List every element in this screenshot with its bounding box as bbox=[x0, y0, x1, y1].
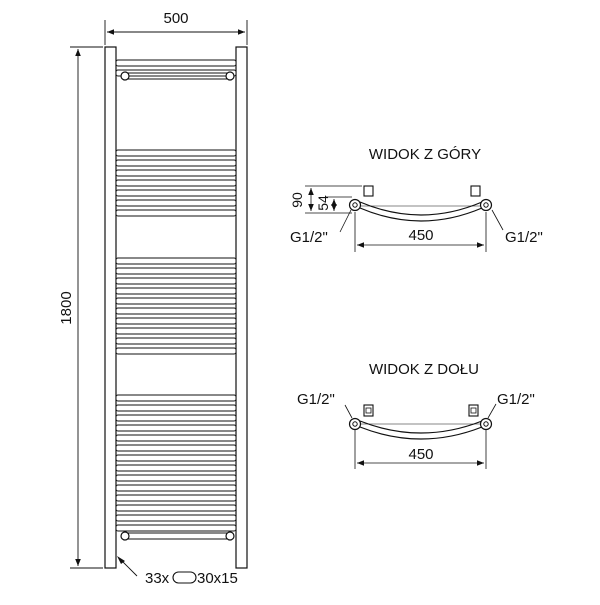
radiator-bar-11 bbox=[115, 277, 237, 285]
top-mounting-bracket bbox=[120, 71, 235, 81]
bars-count-label: 33x bbox=[145, 570, 170, 587]
bar-section-label: 30x15 bbox=[197, 570, 238, 587]
radiator-bar-28 bbox=[115, 484, 237, 492]
top-view-title: WIDOK Z GÓRY bbox=[369, 146, 481, 163]
radiator-bar-2 bbox=[115, 149, 237, 157]
width-dimension: 500 bbox=[104, 10, 248, 45]
radiator-bar-19 bbox=[115, 394, 237, 402]
radiator-bar-10 bbox=[115, 267, 237, 275]
radiator-bars bbox=[115, 59, 237, 532]
radiator-bar-3 bbox=[115, 159, 237, 167]
radiator-bar-23 bbox=[115, 434, 237, 442]
radiator-bar-29 bbox=[115, 494, 237, 502]
radiator-bar-25 bbox=[115, 454, 237, 462]
radiator-bar-0 bbox=[115, 59, 237, 67]
radiator-bar-13 bbox=[115, 297, 237, 305]
radiator-bar-24 bbox=[115, 444, 237, 452]
radiator-bar-32 bbox=[115, 524, 237, 532]
top-spacing-dimension: 450 bbox=[354, 212, 487, 252]
radiator-bar-7 bbox=[115, 199, 237, 207]
left-rail bbox=[104, 46, 117, 569]
bottom-left-connection-label: G1/2" bbox=[297, 391, 335, 408]
radiator-bar-26 bbox=[115, 464, 237, 472]
depth-total-label: 90 bbox=[289, 192, 305, 208]
bottom-right-connection-label: G1/2" bbox=[497, 391, 535, 408]
radiator-bar-6 bbox=[115, 189, 237, 197]
radiator-bar-5 bbox=[115, 179, 237, 187]
radiator-bar-18 bbox=[115, 347, 237, 355]
right-rail bbox=[235, 46, 248, 569]
radiator-bar-8 bbox=[115, 209, 237, 217]
radiator-bar-16 bbox=[115, 327, 237, 335]
top-left-valve bbox=[363, 185, 374, 197]
radiator-bar-17 bbox=[115, 337, 237, 345]
depth-dimensions: 90 54 bbox=[289, 185, 362, 214]
bottom-mounting-bracket bbox=[120, 531, 235, 541]
height-dimension: 1800 bbox=[58, 46, 103, 569]
top-right-connection-label: G1/2" bbox=[505, 229, 543, 246]
bottom-view: WIDOK Z DOŁU G1/2" G1/2" 450 bbox=[297, 361, 535, 469]
top-right-valve bbox=[470, 185, 481, 197]
radiator-bar-4 bbox=[115, 169, 237, 177]
radiator-bar-21 bbox=[115, 414, 237, 422]
height-label: 1800 bbox=[58, 291, 75, 324]
bars-leader: 33x 30x15 bbox=[117, 556, 238, 587]
width-label: 500 bbox=[163, 10, 188, 27]
oval-section-icon bbox=[172, 571, 197, 584]
radiator-bar-31 bbox=[115, 514, 237, 522]
radiator-bar-12 bbox=[115, 287, 237, 295]
radiator-bar-9 bbox=[115, 257, 237, 265]
radiator-bar-30 bbox=[115, 504, 237, 512]
radiator-bar-20 bbox=[115, 404, 237, 412]
front-view: 500 1800 33x 30x15 bbox=[58, 10, 248, 587]
radiator-bar-22 bbox=[115, 424, 237, 432]
top-view: WIDOK Z GÓRY 90 54 450 bbox=[289, 146, 543, 252]
depth-inner-label: 54 bbox=[315, 195, 331, 211]
bottom-spacing-dimension: 450 bbox=[354, 430, 487, 469]
radiator-bar-15 bbox=[115, 317, 237, 325]
bottom-view-title: WIDOK Z DOŁU bbox=[369, 361, 479, 378]
top-left-connection-label: G1/2" bbox=[290, 229, 328, 246]
radiator-bar-27 bbox=[115, 474, 237, 482]
top-spacing-label: 450 bbox=[408, 227, 433, 244]
radiator-bar-14 bbox=[115, 307, 237, 315]
bottom-spacing-label: 450 bbox=[408, 446, 433, 463]
